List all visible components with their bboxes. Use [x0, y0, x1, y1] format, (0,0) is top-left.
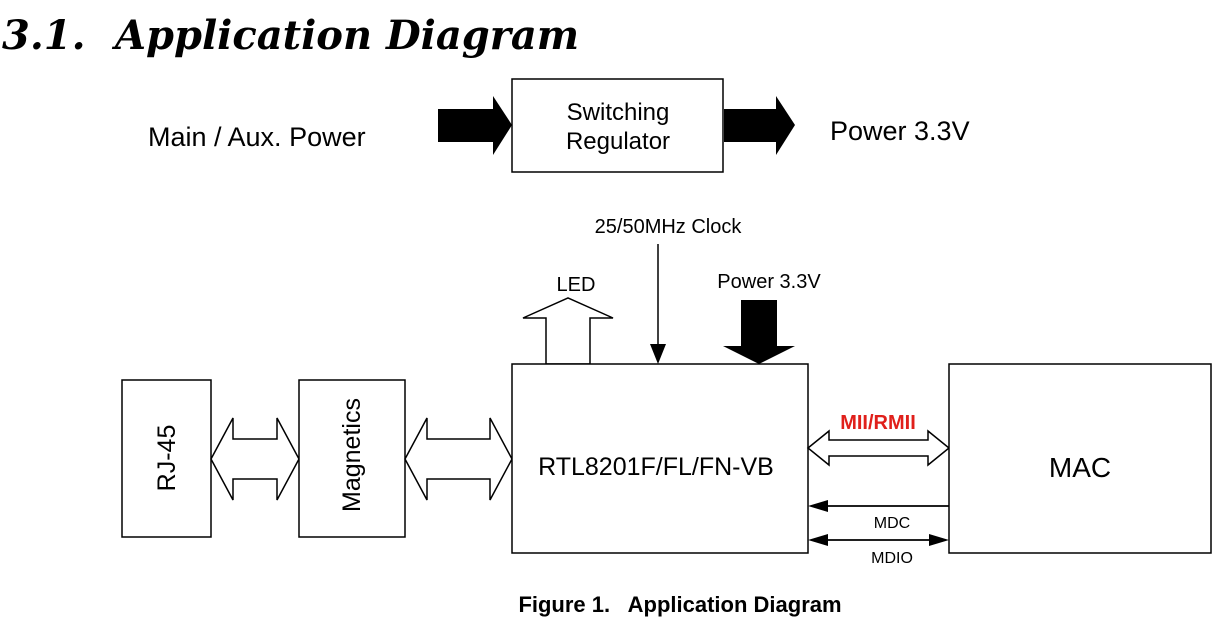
- mdc-arrow-head: [808, 500, 828, 512]
- mdio-arrow-head-right: [929, 534, 949, 546]
- led-hollow-arrow: [522, 297, 614, 365]
- regulator-label-line2: Regulator: [566, 128, 670, 155]
- rtl8201-chip-label: RTL8201F/FL/FN-VB: [538, 453, 774, 481]
- figure-caption: Figure 1. Application Diagram: [518, 592, 841, 617]
- mac-label: MAC: [1049, 452, 1111, 483]
- power-output-arrow: [724, 96, 795, 155]
- power-input-arrow: [438, 96, 512, 155]
- rj45-box: [121, 379, 212, 538]
- mii-rmii-label: MII/RMII: [840, 412, 916, 434]
- magnetics-label: Magnetics: [338, 398, 366, 512]
- led-label: LED: [557, 274, 596, 296]
- mdc-label: MDC: [874, 515, 910, 532]
- chip-power-arrow: [723, 300, 795, 364]
- power-3v3-output-label: Power 3.3V: [830, 116, 970, 146]
- main-aux-power-label: Main / Aux. Power: [148, 122, 366, 152]
- rtl8201-chip-box: [511, 363, 809, 554]
- mdio-arrow-head-left: [808, 534, 828, 546]
- magnetics-phy-double-arrow: [404, 417, 513, 501]
- rj45-label: RJ-45: [153, 425, 181, 492]
- switching-regulator-box: [511, 78, 724, 173]
- regulator-label-line1: Switching: [567, 99, 670, 126]
- rj45-magnetics-double-arrow: [210, 417, 300, 501]
- mac-box: [948, 363, 1212, 554]
- section-title: Application Diagram: [111, 12, 579, 59]
- section-number: 3.1.: [2, 12, 86, 59]
- mii-rmii-double-arrow: [806, 429, 951, 467]
- mdio-label: MDIO: [871, 550, 913, 567]
- magnetics-box: [298, 379, 406, 538]
- chip-power-label: Power 3.3V: [717, 271, 821, 293]
- clock-arrow-head: [650, 344, 666, 364]
- clock-label: 25/50MHz Clock: [595, 216, 743, 238]
